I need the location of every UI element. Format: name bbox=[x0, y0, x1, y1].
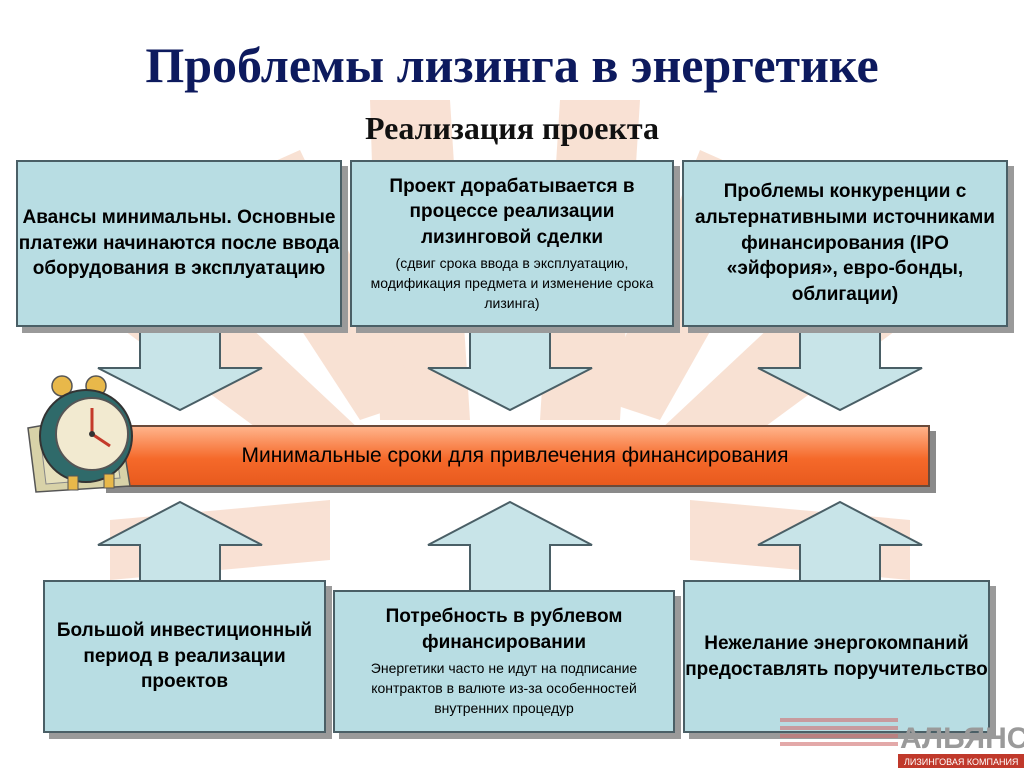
up-arrow-1 bbox=[97, 500, 263, 583]
logo-tagline: ЛИЗИНГОВАЯ КОМПАНИЯ bbox=[904, 757, 1018, 767]
up-arrow-2 bbox=[427, 500, 593, 593]
bottom-box-ruble-financing-note: Энергетики часто не идут на подписание к… bbox=[370, 659, 638, 717]
bottom-box-investment-period: Большой инвестиционный период в реализац… bbox=[43, 580, 326, 733]
bottom-box-guarantee-text: Нежелание энергокомпаний предоставлять п… bbox=[685, 632, 988, 680]
top-box-competition: Проблемы конкуренции с альтернативными и… bbox=[682, 160, 1008, 327]
top-box-project-revision-text: Проект дорабатывается в процессе реализа… bbox=[389, 175, 635, 248]
logo-word: АЛЬЯНС bbox=[900, 722, 1024, 755]
bottom-box-ruble-financing-text: Потребность в рублевом финансировании bbox=[385, 606, 623, 654]
bottom-box-guarantee: Нежелание энергокомпаний предоставлять п… bbox=[683, 580, 990, 733]
top-box-project-revision-note: (сдвиг срока ввода в эксплуатацию, модиф… bbox=[370, 254, 654, 312]
alarm-clock-icon bbox=[27, 375, 133, 493]
page-title: Проблемы лизинга в энергетике bbox=[145, 37, 879, 93]
down-arrow-1 bbox=[97, 324, 263, 412]
logo-stripes-icon bbox=[780, 718, 898, 746]
top-box-competition-text: Проблемы конкуренции с альтернативными и… bbox=[695, 181, 995, 305]
page-subtitle: Реализация проекта bbox=[364, 110, 660, 146]
bottom-box-investment-period-text: Большой инвестиционный период в реализац… bbox=[56, 620, 313, 693]
top-box-advances-text: Авансы минимальны. Основные платежи начи… bbox=[18, 207, 340, 280]
center-bar: Минимальные сроки для привлечения финанс… bbox=[100, 425, 930, 487]
down-arrow-2 bbox=[427, 324, 593, 412]
top-box-project-revision: Проект дорабатывается в процессе реализа… bbox=[350, 160, 674, 327]
up-arrow-3 bbox=[757, 500, 923, 583]
top-box-advances: Авансы минимальны. Основные платежи начи… bbox=[16, 160, 342, 327]
down-arrow-3 bbox=[757, 324, 923, 412]
company-logo: АЛЬЯНС ЛИЗИНГОВАЯ КОМПАНИЯ bbox=[780, 718, 1024, 768]
bottom-box-ruble-financing: Потребность в рублевом финансировании Эн… bbox=[333, 590, 675, 733]
